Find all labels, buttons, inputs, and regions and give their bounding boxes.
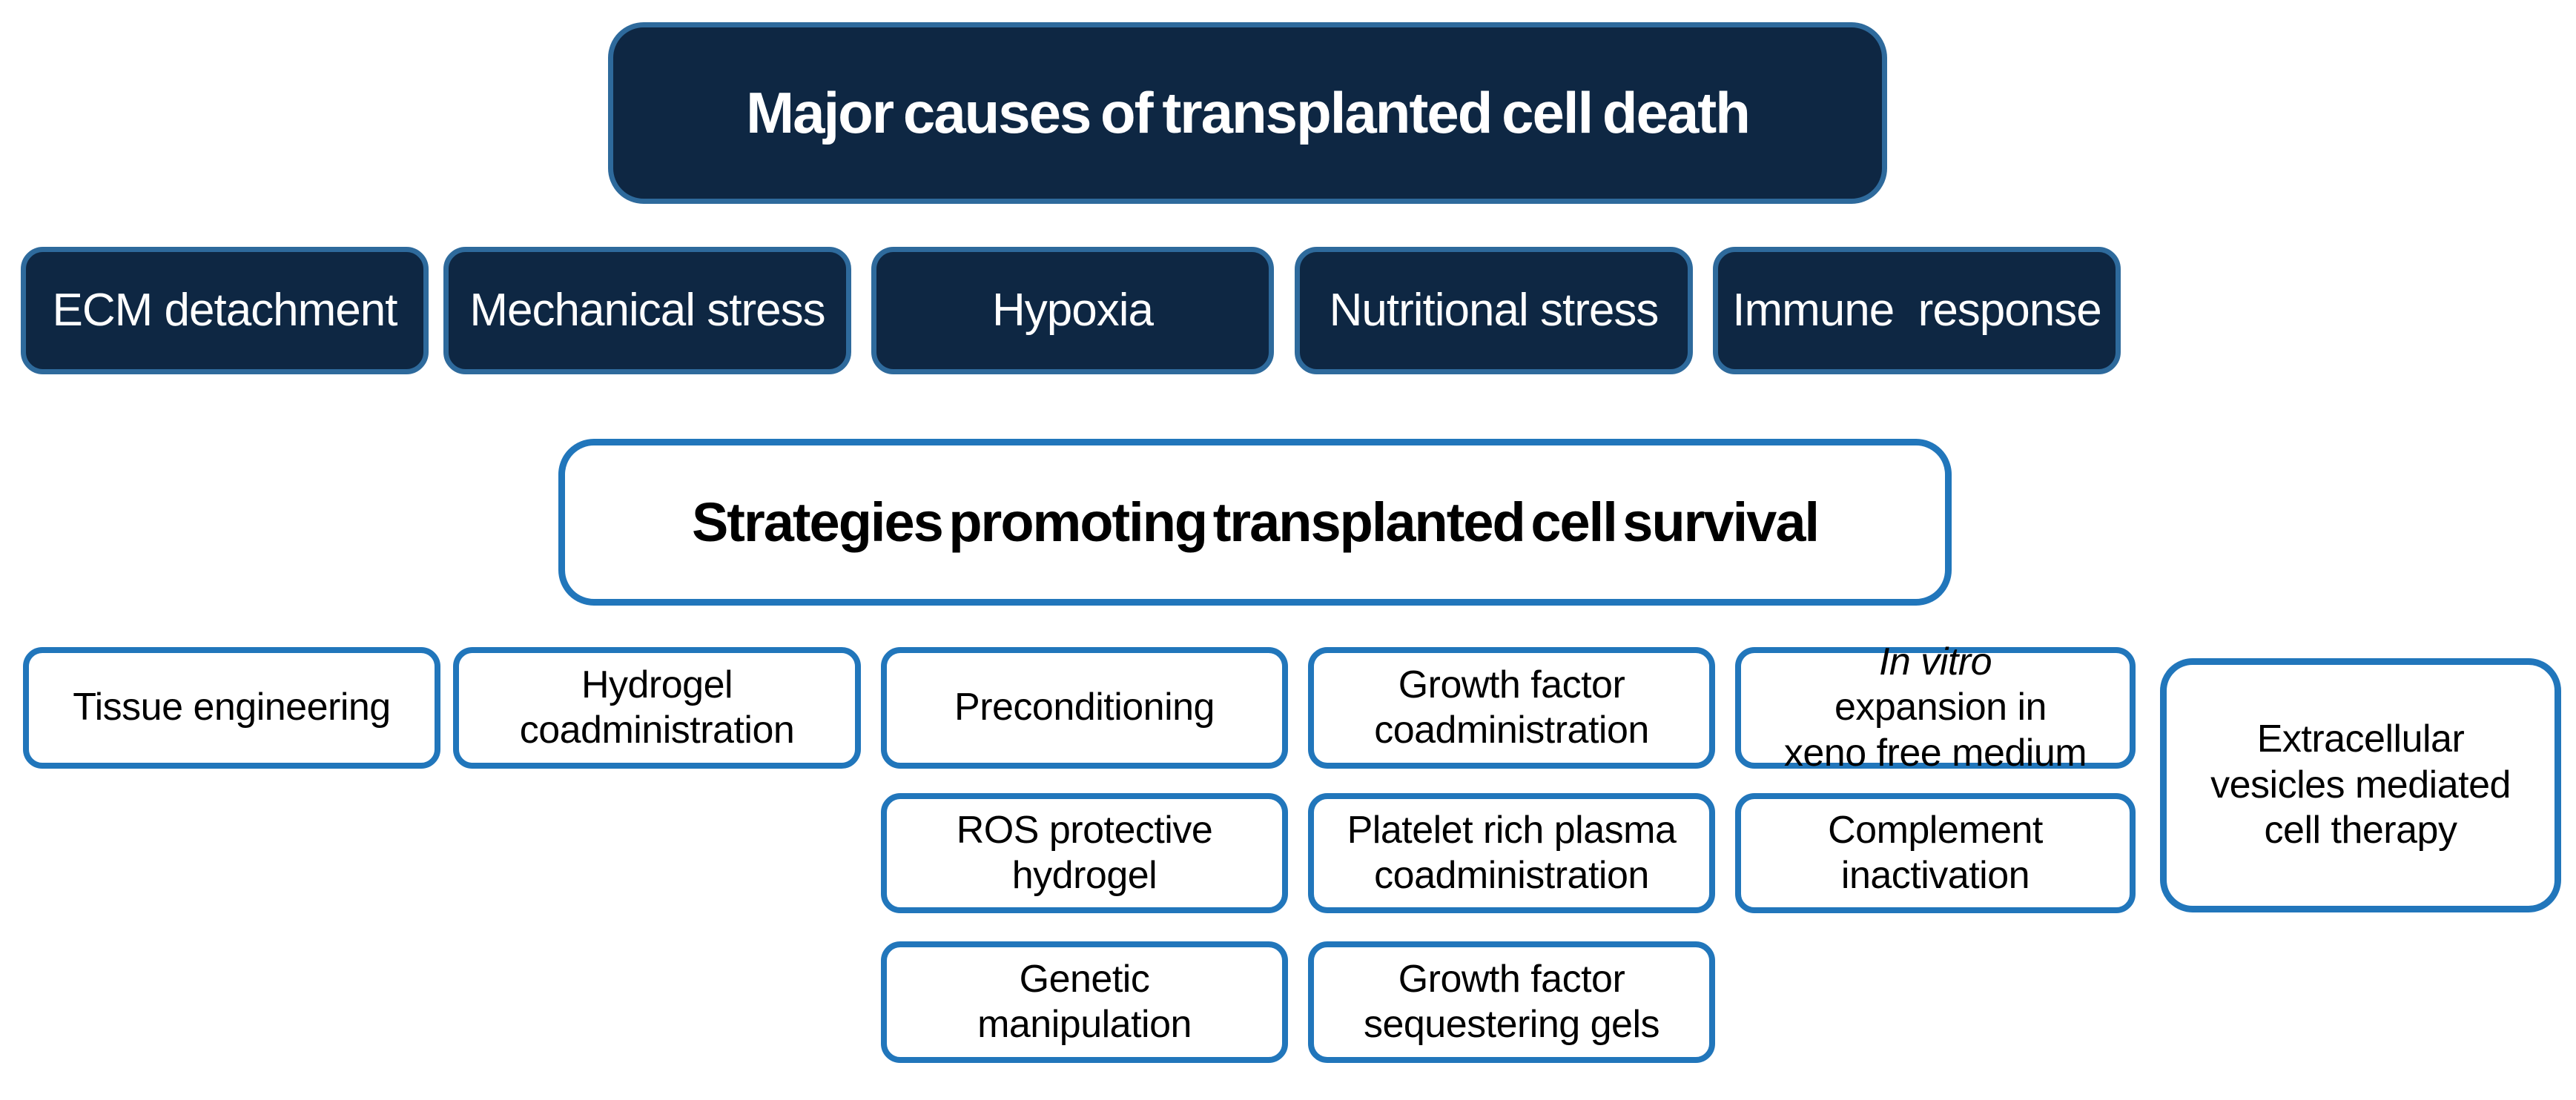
strategy-label: Growth factor sequestering gels (1363, 957, 1660, 1046)
cause-label: Immune response (1732, 285, 2101, 337)
strategy-box-genetic-manipulation: Genetic manipulation (881, 941, 1288, 1063)
causes-header-label: Major causes of transplanted cell death (746, 79, 1751, 145)
strategy-box-platelet-rich-plasma: Platelet rich plasma coadministration (1308, 793, 1715, 913)
strategy-label-italic-part: In vitro (1878, 640, 1992, 683)
strategy-box-growth-factor-sequestering-gels: Growth factor sequestering gels (1308, 941, 1715, 1063)
cause-label: Nutritional stress (1329, 285, 1659, 337)
cause-box-nutritional-stress: Nutritional stress (1295, 247, 1693, 374)
strategy-box-complement-inactivation: Complement inactivation (1735, 793, 2136, 913)
strategies-header-box: Strategies promoting transplanted cell s… (558, 439, 1952, 606)
strategy-label: Growth factor coadministration (1374, 663, 1649, 752)
strategy-box-tissue-engineering: Tissue engineering (23, 647, 440, 769)
strategy-label: Tissue engineering (73, 686, 391, 729)
cause-box-immune-response: Immune response (1713, 247, 2121, 374)
strategy-label: Preconditioning (954, 686, 1215, 729)
cause-label: Mechanical stress (469, 285, 825, 337)
strategy-label: Hydrogel coadministration (519, 663, 795, 752)
strategy-box-hydrogel-coadministration: Hydrogel coadministration (453, 647, 861, 769)
strategy-box-ros-protective-hydrogel: ROS protective hydrogel (881, 793, 1288, 913)
cause-box-mechanical-stress: Mechanical stress (443, 247, 851, 374)
strategy-label: ROS protective hydrogel (956, 808, 1213, 897)
strategy-box-growth-factor-coadministration: Growth factor coadministration (1308, 647, 1715, 769)
cause-label: ECM detachment (52, 285, 398, 337)
strategy-box-extracellular-vesicles: Extracellular vesicles mediated cell the… (2160, 658, 2561, 912)
strategy-label-rest-part: expansion in xeno free medium (1783, 686, 2087, 775)
cause-box-ecm-detachment: ECM detachment (21, 247, 429, 374)
strategy-label: In vitro expansion in xeno free medium (1741, 640, 2130, 776)
strategies-header-label: Strategies promoting transplanted cell s… (691, 491, 1820, 553)
strategy-label: Genetic manipulation (977, 957, 1192, 1046)
strategy-label: Complement inactivation (1828, 808, 2043, 897)
causes-header-box: Major causes of transplanted cell death (608, 22, 1887, 204)
strategy-label: Platelet rich plasma coadministration (1347, 808, 1677, 897)
strategy-box-in-vitro-expansion: In vitro expansion in xeno free medium (1735, 640, 2136, 775)
cause-label: Hypoxia (992, 285, 1154, 337)
strategy-label: Extracellular vesicles mediated cell the… (2210, 718, 2511, 852)
strategy-box-preconditioning: Preconditioning (881, 647, 1288, 769)
cause-box-hypoxia: Hypoxia (871, 247, 1274, 374)
